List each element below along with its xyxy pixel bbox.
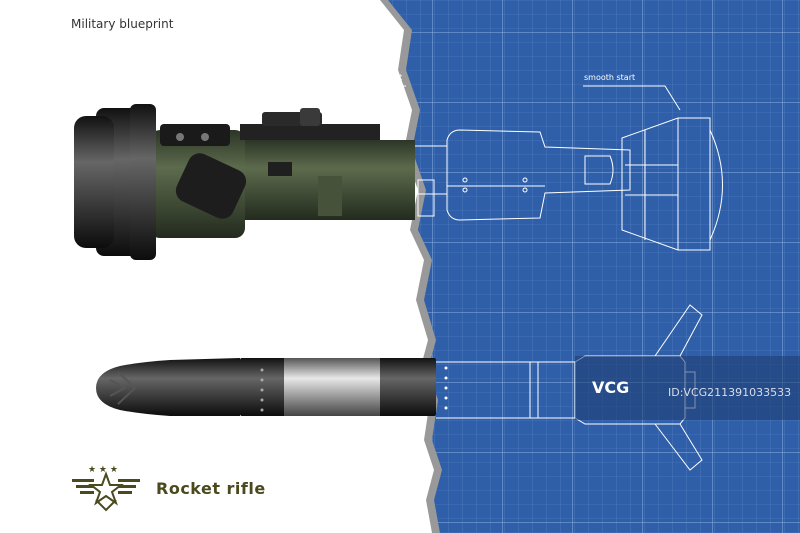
brand-word-2: rifle bbox=[226, 479, 266, 498]
rocket-illustration bbox=[96, 358, 436, 416]
watermark-id: ID:VCG211391033533 bbox=[668, 386, 792, 399]
watermark-logo: VCG bbox=[592, 378, 630, 397]
svg-text:★ ★ ★: ★ ★ ★ bbox=[88, 465, 118, 475]
launcher-illustration bbox=[74, 104, 415, 260]
launcher-outline bbox=[395, 85, 723, 251]
label-partial: ght bbox=[389, 73, 403, 82]
watermark-band bbox=[575, 356, 800, 420]
label-smooth-start: smooth start bbox=[584, 73, 636, 82]
brand-name: Rocket rifle bbox=[156, 479, 272, 498]
page-title: Military blueprint bbox=[71, 17, 174, 31]
brand-word-1: Rocket bbox=[156, 479, 221, 498]
star-emblem-icon: ★ ★ ★ bbox=[72, 465, 140, 512]
